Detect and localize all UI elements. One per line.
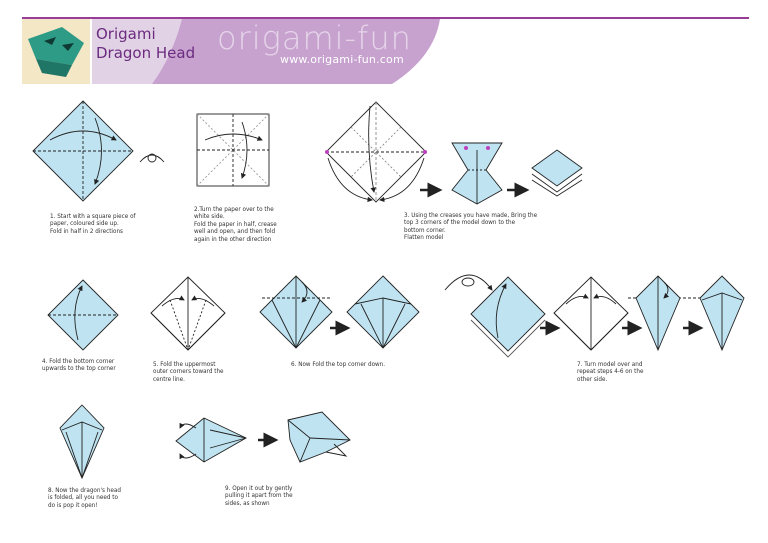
step-1-diagram — [32, 100, 165, 202]
brand-logo-text: origami-fun — [217, 19, 412, 57]
step-4-caption: 4. Fold the bottom corner upwards to the… — [42, 358, 116, 373]
step-3-diagrams — [325, 101, 583, 205]
step-2-caption: 2.Turn the paper over to the white side.… — [194, 206, 277, 243]
step-2-diagram — [196, 113, 270, 187]
step-6-caption: 6. Now Fold the top corner down. — [291, 361, 386, 368]
step-5-caption: 5. Fold the uppermost outer corners towa… — [153, 361, 224, 383]
dragon-head-photo — [22, 19, 90, 84]
step-7-caption: 7. Turn model over and repeat steps 4-6 … — [577, 361, 644, 383]
header-rule — [22, 17, 749, 19]
step-9-diagrams — [175, 411, 351, 463]
step-8-caption: 8. Now the dragon's head is folded, all … — [48, 487, 121, 509]
site-url: www.origami-fun.com — [280, 53, 404, 66]
step-7-diagrams — [444, 274, 745, 358]
step-1-caption: 1. Start with a square piece of paper, c… — [50, 213, 136, 235]
step-4-diagram — [47, 279, 119, 351]
step-8-diagram — [59, 404, 105, 480]
step-6-diagrams — [259, 275, 420, 349]
step-9-caption: 9. Open it out by gently pulling it apar… — [225, 485, 293, 507]
step-3-caption: 3. Using the creases you have made, Brin… — [404, 212, 538, 242]
step-5-diagram — [150, 276, 226, 351]
header-banner: Origami Dragon Head origami-fun www.orig… — [22, 17, 440, 84]
page-title: Origami Dragon Head — [96, 25, 195, 63]
title-line-1: Origami — [96, 25, 156, 43]
title-line-2: Dragon Head — [96, 44, 196, 62]
